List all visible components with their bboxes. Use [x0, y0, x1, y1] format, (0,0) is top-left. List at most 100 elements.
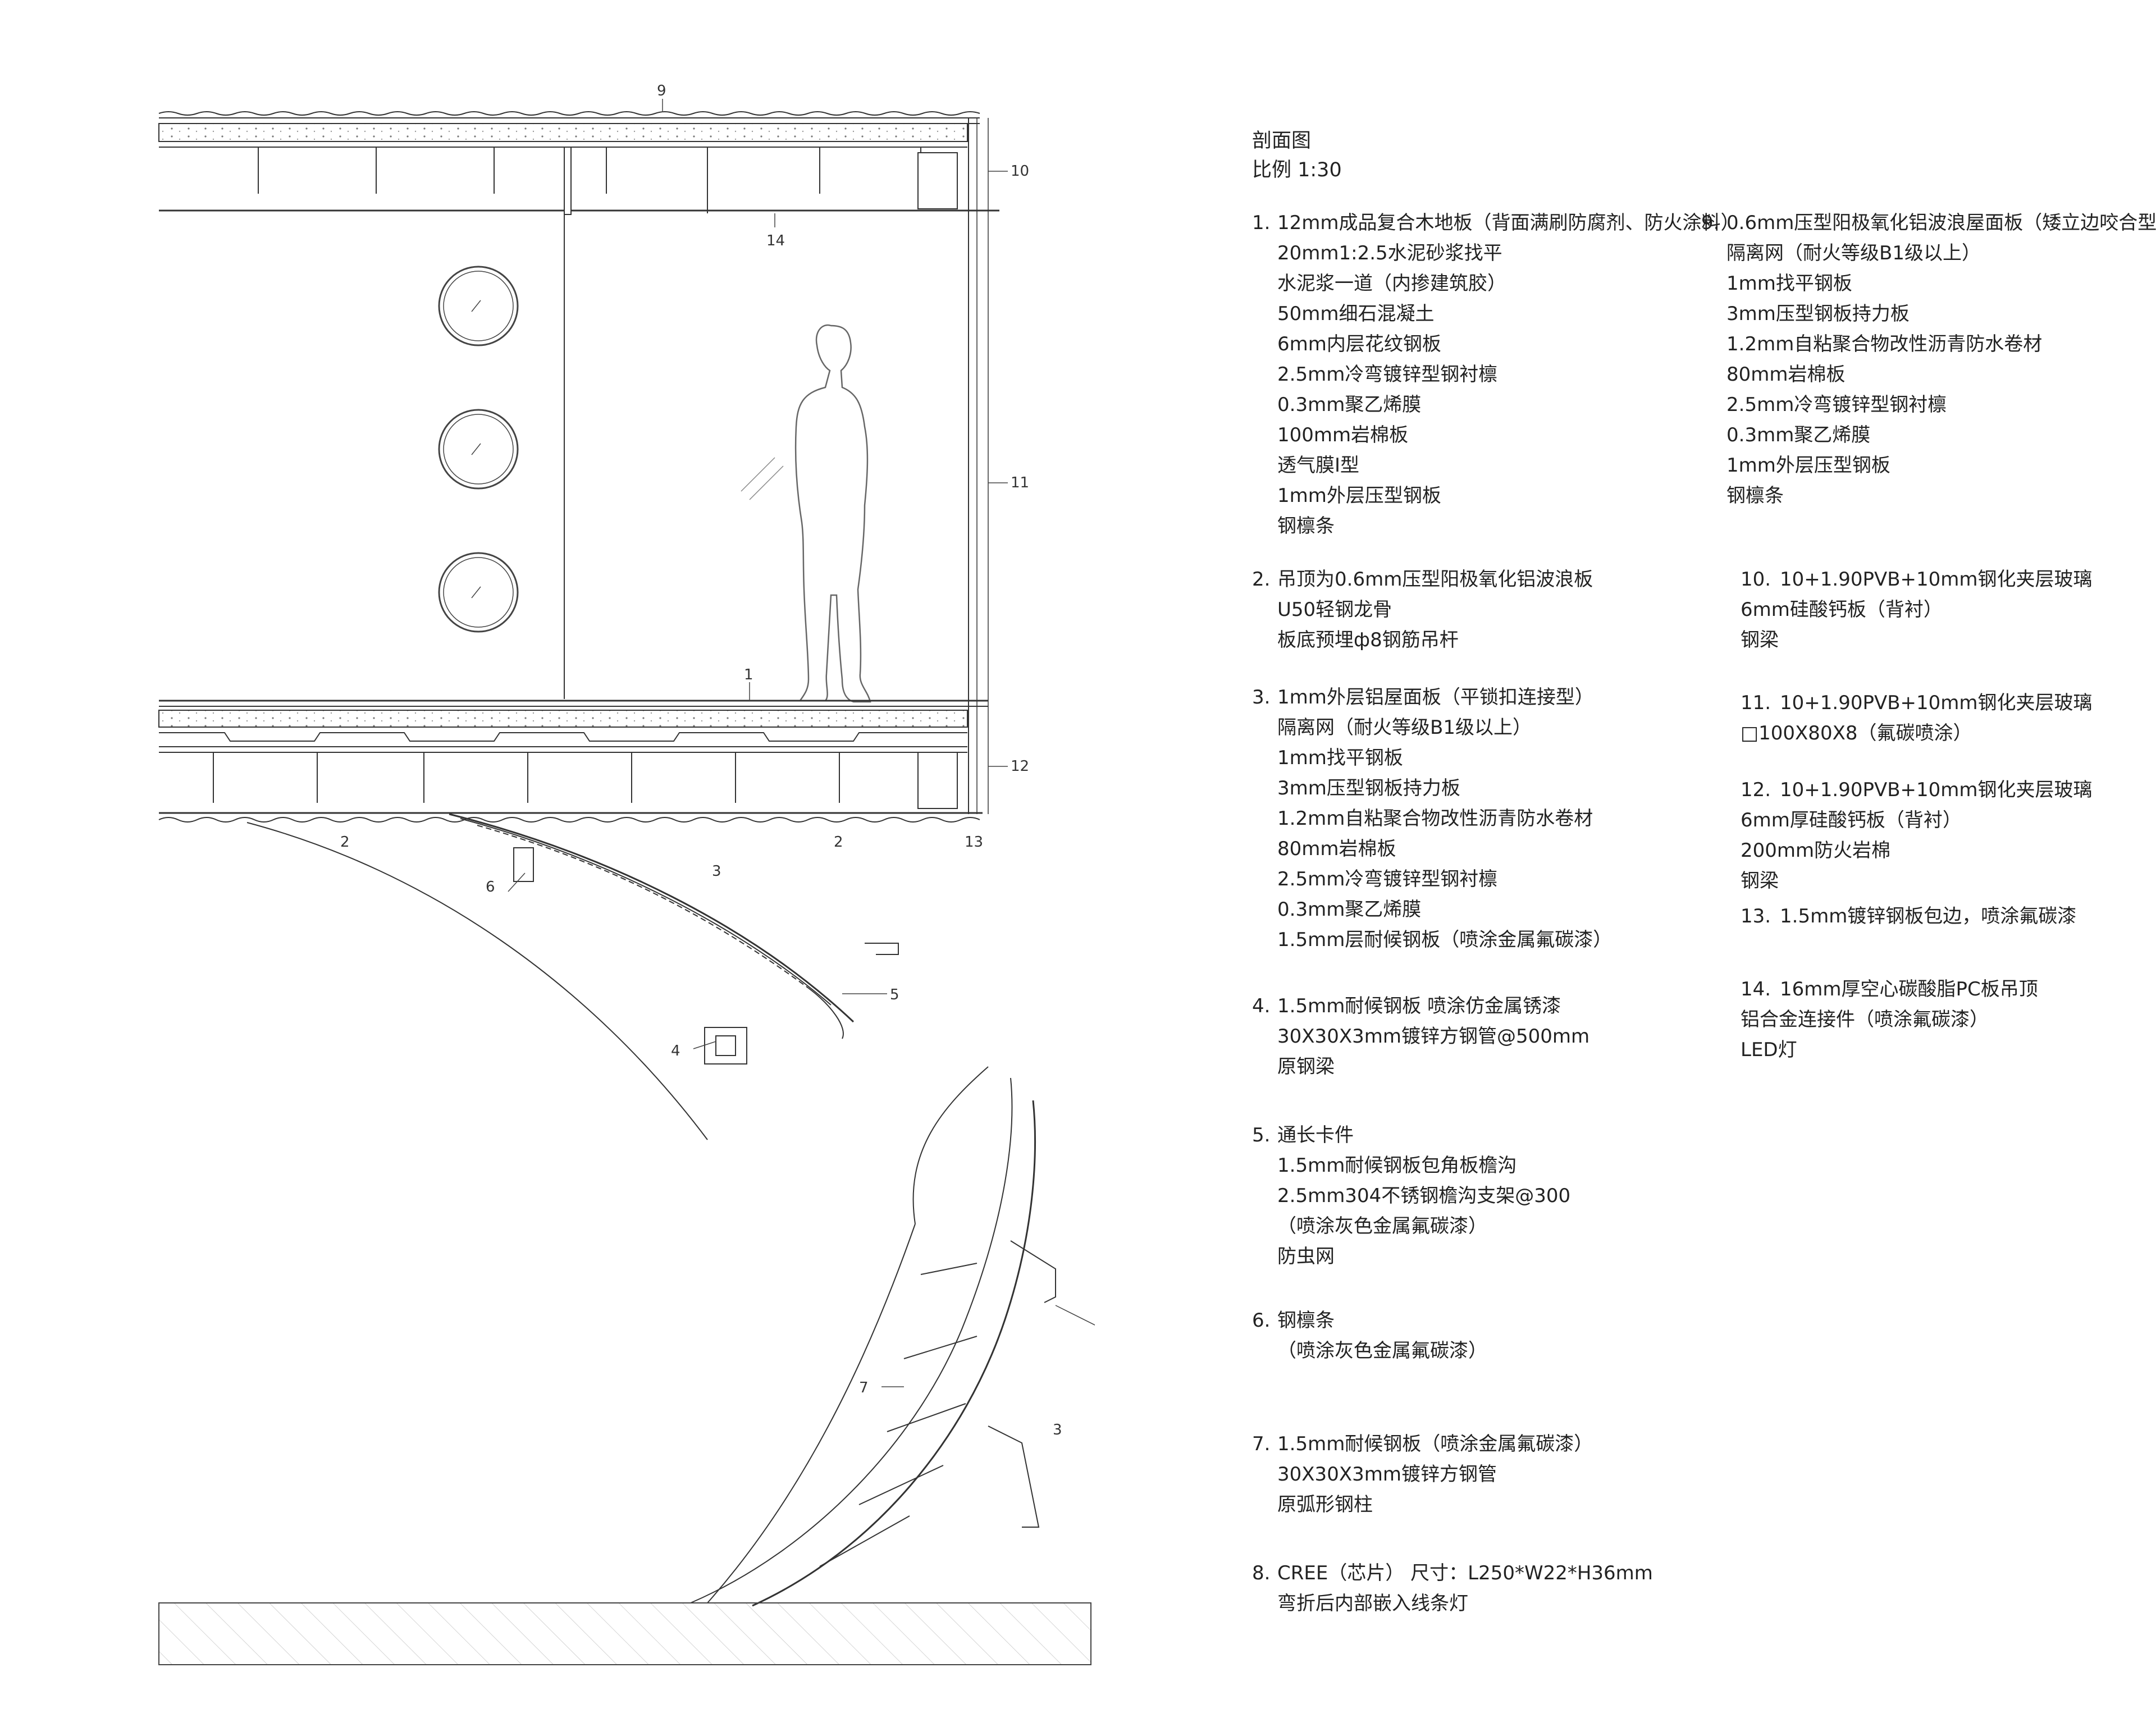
- note-text: 钢檩条: [1726, 485, 1784, 507]
- note-text: 10+1.90PVB+10mm钢化夹层玻璃: [1780, 568, 2093, 591]
- note-line: 1mm找平钢板: [1252, 743, 1612, 773]
- note-line: 铝合金连接件（喷涂氟碳漆）: [1701, 1004, 2038, 1035]
- note-line: 30X30X3mm镀锌方钢管@500mm: [1252, 1021, 1589, 1052]
- note-text: 1mm外层压型钢板: [1726, 454, 1890, 477]
- note-line: 1mm找平钢板: [1701, 268, 2156, 299]
- note-number: 1.: [1252, 212, 1271, 234]
- note-11: 11. 10+1.90PVB+10mm钢化夹层玻璃 □100X80X8（氟碳喷涂）: [1701, 688, 2093, 748]
- note-text: 3mm压型钢板持力板: [1277, 777, 1460, 799]
- note-line: 4.1.5mm耐候钢板 喷涂仿金属锈漆: [1252, 991, 1589, 1021]
- note-text: 50mm细石混凝土: [1277, 303, 1435, 325]
- callout-labels: 1 2 2 3 3 4 5 6 7 8 9 10 11 12 13 14: [340, 83, 1062, 1438]
- note-text: 6mm厚硅酸钙板（背衬）: [1741, 809, 1962, 831]
- note-text: 30X30X3mm镀锌方钢管@500mm: [1277, 1025, 1590, 1048]
- note-text: 0.6mm压型阳极氧化铝波浪屋面板（矮立边咬合型）: [1726, 212, 2156, 234]
- callout-4: 4: [671, 1043, 680, 1059]
- note-number: 4.: [1252, 995, 1271, 1017]
- note-text: 弯折后内部嵌入线条灯: [1277, 1592, 1468, 1615]
- note-text: 1mm外层压型钢板: [1277, 485, 1441, 507]
- callout-2a: 2: [340, 834, 350, 851]
- note-text: 2.5mm冷弯镀锌型钢衬檩: [1277, 363, 1498, 386]
- note-7: 7.1.5mm耐候钢板（喷涂金属氟碳漆）30X30X3mm镀锌方钢管原弧形钢柱: [1252, 1429, 1593, 1520]
- note-line: 30X30X3mm镀锌方钢管: [1252, 1459, 1593, 1490]
- note-14: 14.16mm厚空心碳酸脂PC板吊顶铝合金连接件（喷涂氟碳漆）LED灯: [1701, 974, 2038, 1065]
- note-text: 200mm防火岩棉: [1741, 839, 1891, 862]
- callout-10: 10: [1011, 163, 1029, 180]
- note-text: 10+1.90PVB+10mm钢化夹层玻璃: [1780, 779, 2093, 801]
- note-text: 防虫网: [1277, 1245, 1335, 1268]
- note-line: 1.2mm自粘聚合物改性沥青防水卷材: [1701, 329, 2156, 359]
- note-line: 1.5mm耐候钢板包角板檐沟: [1252, 1150, 1570, 1181]
- note-13: 13.1.5mm镀锌钢板包边，喷涂氟碳漆: [1701, 901, 2076, 931]
- note-number: 8.: [1252, 1562, 1271, 1584]
- note-line: 7.1.5mm耐候钢板（喷涂金属氟碳漆）: [1252, 1429, 1593, 1459]
- note-text: 隔离网（耐火等级B1级以上）: [1277, 716, 1532, 739]
- note-4: 4.1.5mm耐候钢板 喷涂仿金属锈漆 30X30X3mm镀锌方钢管@500mm 原…: [1252, 991, 1589, 1082]
- callout-11: 11: [1011, 474, 1029, 491]
- note-text: 2.5mm冷弯镀锌型钢衬檩: [1726, 394, 1947, 416]
- note-number: 7.: [1252, 1433, 1271, 1455]
- note-text: 铝合金连接件（喷涂氟碳漆）: [1741, 1008, 1989, 1031]
- note-text: 隔离网（耐火等级B1级以上）: [1726, 242, 1981, 264]
- note-line: 弯折后内部嵌入线条灯: [1252, 1588, 1653, 1619]
- note-text: 6mm硅酸钙板（背衬）: [1741, 598, 1943, 621]
- note-text: 1mm外层铝屋面板（平锁扣连接型）: [1277, 686, 1594, 709]
- note-6: 6.钢檩条 （喷涂灰色金属氟碳漆）: [1252, 1305, 1487, 1366]
- note-line: 钢梁: [1701, 625, 2093, 655]
- callout-14: 14: [766, 232, 785, 249]
- leader-lines: [508, 99, 1095, 1387]
- note-text: （喷涂灰色金属氟碳漆）: [1277, 1340, 1487, 1362]
- note-line: 隔离网（耐火等级B1级以上）: [1252, 712, 1612, 743]
- note-line: 水泥浆一道（内掺建筑胶）: [1252, 268, 1740, 299]
- note-text: 1mm找平钢板: [1726, 272, 1852, 295]
- note-text: 2.5mm304不锈钢檐沟支架@300: [1277, 1185, 1571, 1207]
- note-line: 100mm岩棉板: [1252, 420, 1740, 450]
- note-text: 0.3mm聚乙烯膜: [1277, 394, 1422, 416]
- title-block: 剖面图 比例 1:30: [1252, 126, 1342, 185]
- section-drawing: 1 2 2 3 3 4 5 6 7 8 9 10 11 12 13 14: [158, 83, 1095, 1665]
- note-line: 1mm外层压型钢板: [1252, 481, 1740, 511]
- callout-12: 12: [1011, 758, 1029, 775]
- note-number: 14.: [1741, 978, 1771, 1000]
- note-line: 13.1.5mm镀锌钢板包边，喷涂氟碳漆: [1701, 901, 2076, 931]
- note-line: □100X80X8（氟碳喷涂）: [1701, 718, 2093, 748]
- note-line: 2.5mm冷弯镀锌型钢衬檩: [1701, 390, 2156, 420]
- callout-1: 1: [744, 666, 753, 683]
- note-line: 6.钢檩条: [1252, 1305, 1487, 1336]
- drawing-title: 剖面图: [1252, 130, 1312, 152]
- callout-9: 9: [657, 83, 666, 99]
- note-line: 20mm1:2.5水泥砂浆找平: [1252, 238, 1740, 268]
- note-text: U50轻钢龙骨: [1277, 598, 1392, 621]
- roof-assembly: [158, 111, 999, 814]
- callout-6: 6: [486, 879, 495, 896]
- note-text: 10+1.90PVB+10mm钢化夹层玻璃: [1780, 692, 2093, 714]
- note-line: 80mm岩棉板: [1701, 359, 2156, 390]
- note-line: 原弧形钢柱: [1252, 1490, 1593, 1520]
- note-line: 9. 0.6mm压型阳极氧化铝波浪屋面板（矮立边咬合型）: [1701, 208, 2156, 238]
- note-text: 16mm厚空心碳酸脂PC板吊顶: [1780, 978, 2038, 1000]
- note-line: 200mm防火岩棉: [1701, 835, 2093, 866]
- floor-assembly: [158, 700, 988, 823]
- callout-13: 13: [965, 834, 983, 851]
- note-line: 12.10+1.90PVB+10mm钢化夹层玻璃: [1701, 775, 2093, 805]
- callout-2b: 2: [834, 834, 843, 851]
- note-line: 防虫网: [1252, 1241, 1570, 1272]
- note-line: 板底预埋ф8钢筋吊杆: [1252, 625, 1593, 655]
- note-line: 1.2mm自粘聚合物改性沥青防水卷材: [1252, 803, 1612, 834]
- note-text: 1.2mm自粘聚合物改性沥青防水卷材: [1726, 333, 2043, 355]
- note-line: 2.吊顶为0.6mm压型阳极氧化铝波浪板: [1252, 564, 1593, 595]
- note-number: 9.: [1701, 212, 1720, 234]
- note-text: 1mm找平钢板: [1277, 747, 1403, 769]
- note-text: （喷涂灰色金属氟碳漆）: [1277, 1215, 1487, 1237]
- note-line: 钢檩条: [1252, 511, 1740, 541]
- note-line: 11. 10+1.90PVB+10mm钢化夹层玻璃: [1701, 688, 2093, 718]
- note-text: 1.5mm层耐候钢板（喷涂金属氟碳漆）: [1277, 929, 1613, 951]
- note-text: 100mm岩棉板: [1277, 424, 1409, 446]
- note-number: 11.: [1741, 692, 1771, 714]
- note-line: 2.5mm304不锈钢檐沟支架@300: [1252, 1181, 1570, 1211]
- note-line: 原钢梁: [1252, 1052, 1589, 1082]
- note-text: 吊顶为0.6mm压型阳极氧化铝波浪板: [1277, 568, 1593, 591]
- note-text: 2.5mm冷弯镀锌型钢衬檩: [1277, 868, 1498, 890]
